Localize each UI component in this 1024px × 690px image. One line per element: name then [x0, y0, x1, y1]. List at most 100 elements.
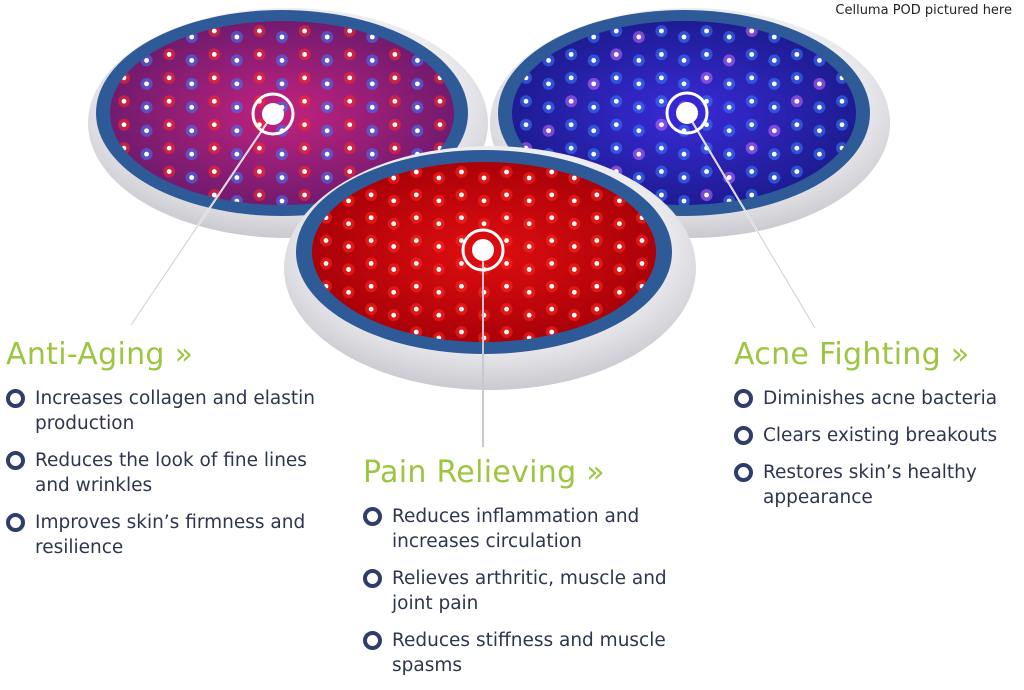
- led-light: [211, 122, 217, 128]
- callout-marker-anti-aging: [251, 92, 295, 136]
- led-light: [591, 81, 597, 87]
- led-light: [613, 52, 619, 57]
- led-light: [437, 28, 443, 34]
- led-light: [659, 28, 664, 34]
- led-light: [726, 175, 732, 180]
- led-light: [591, 151, 597, 157]
- led-light: [346, 221, 351, 227]
- led-light: [749, 52, 755, 57]
- callout-line-anti-aging-shadow: [130, 113, 274, 326]
- ring-bullet-icon: [6, 513, 25, 532]
- pain-relieving-link[interactable]: Pain Relieving »: [363, 455, 605, 490]
- led-light: [617, 198, 622, 204]
- led-light: [413, 169, 419, 175]
- led-light: [617, 221, 622, 227]
- led-light: [526, 244, 532, 249]
- led-light: [324, 34, 330, 40]
- pain-relieving-heading[interactable]: Pain Relieving »: [363, 455, 683, 490]
- led-light: [817, 81, 822, 87]
- led-light: [571, 198, 577, 204]
- led-light: [211, 52, 217, 57]
- led-light: [436, 244, 442, 249]
- led-light: [636, 58, 642, 63]
- led-light: [257, 75, 262, 81]
- led-light: [549, 169, 555, 175]
- list-item: Restores skin’s healthy appearance: [734, 460, 1024, 510]
- led-light: [749, 75, 755, 81]
- led-light: [368, 261, 374, 266]
- led-light: [726, 81, 732, 87]
- led-light: [257, 169, 262, 174]
- led-light: [504, 215, 509, 221]
- led-light: [369, 151, 375, 157]
- led-light: [211, 28, 217, 34]
- led-light: [481, 221, 487, 227]
- led-light: [681, 198, 687, 204]
- led-light: [234, 34, 240, 40]
- led-light: [211, 75, 217, 81]
- led-light: [526, 289, 532, 295]
- led-light: [257, 28, 262, 34]
- led-light: [549, 283, 555, 289]
- list-item-text: Clears existing breakouts: [763, 425, 998, 446]
- led-light: [459, 192, 464, 198]
- led-light: [347, 52, 353, 57]
- led-light: [568, 75, 574, 81]
- led-light: [681, 34, 687, 40]
- anti-aging-heading[interactable]: Anti-Aging »: [6, 337, 326, 372]
- led-light: [613, 122, 619, 128]
- anti-aging-link[interactable]: Anti-Aging »: [6, 337, 194, 372]
- led-light: [504, 306, 509, 312]
- led-light: [436, 175, 442, 181]
- led-light: [794, 122, 800, 128]
- led-light: [594, 283, 600, 289]
- led-light: [817, 104, 822, 110]
- led-light: [144, 34, 149, 40]
- led-light: [594, 192, 600, 198]
- led-light: [817, 128, 822, 134]
- acne-fighting-link[interactable]: Acne Fighting »: [734, 337, 970, 372]
- led-light: [613, 28, 619, 34]
- led-light: [302, 169, 307, 174]
- acne-fighting-heading[interactable]: Acne Fighting »: [734, 337, 1024, 372]
- led-light: [234, 58, 240, 63]
- led-light: [594, 238, 600, 243]
- led-light: [568, 145, 574, 151]
- led-light: [391, 221, 397, 227]
- led-light: [659, 98, 664, 104]
- led-light: [144, 58, 149, 63]
- led-light: [749, 192, 755, 198]
- led-light: [144, 104, 149, 110]
- led-light: [636, 34, 642, 40]
- ring-bullet-icon: [363, 507, 382, 526]
- led-light: [346, 267, 351, 272]
- led-light: [749, 28, 755, 34]
- led-light: [817, 151, 822, 157]
- led-light: [459, 169, 464, 175]
- list-item: Increases collagen and elastin productio…: [6, 386, 326, 436]
- led-light: [257, 145, 262, 151]
- led-light: [413, 306, 419, 312]
- led-light: [794, 169, 800, 174]
- led-light: [749, 122, 755, 128]
- anti-aging-section: Anti-Aging » Increases collagen and elas…: [6, 337, 326, 572]
- led-light: [189, 128, 195, 134]
- led-light: [481, 175, 487, 181]
- led-light: [413, 215, 419, 221]
- list-item: Improves skin’s firmness and resilience: [6, 510, 326, 560]
- led-light: [571, 267, 577, 272]
- led-light: [392, 145, 398, 151]
- led-light: [211, 145, 217, 151]
- led-light: [504, 283, 509, 289]
- led-light: [659, 75, 664, 81]
- led-light: [324, 128, 330, 134]
- led-light: [613, 145, 619, 151]
- led-light: [189, 58, 195, 63]
- led-light: [391, 175, 397, 181]
- led-glow: [836, 25, 848, 37]
- led-light: [794, 98, 800, 104]
- led-light: [504, 261, 509, 266]
- led-light: [211, 169, 217, 174]
- led-light: [368, 306, 374, 312]
